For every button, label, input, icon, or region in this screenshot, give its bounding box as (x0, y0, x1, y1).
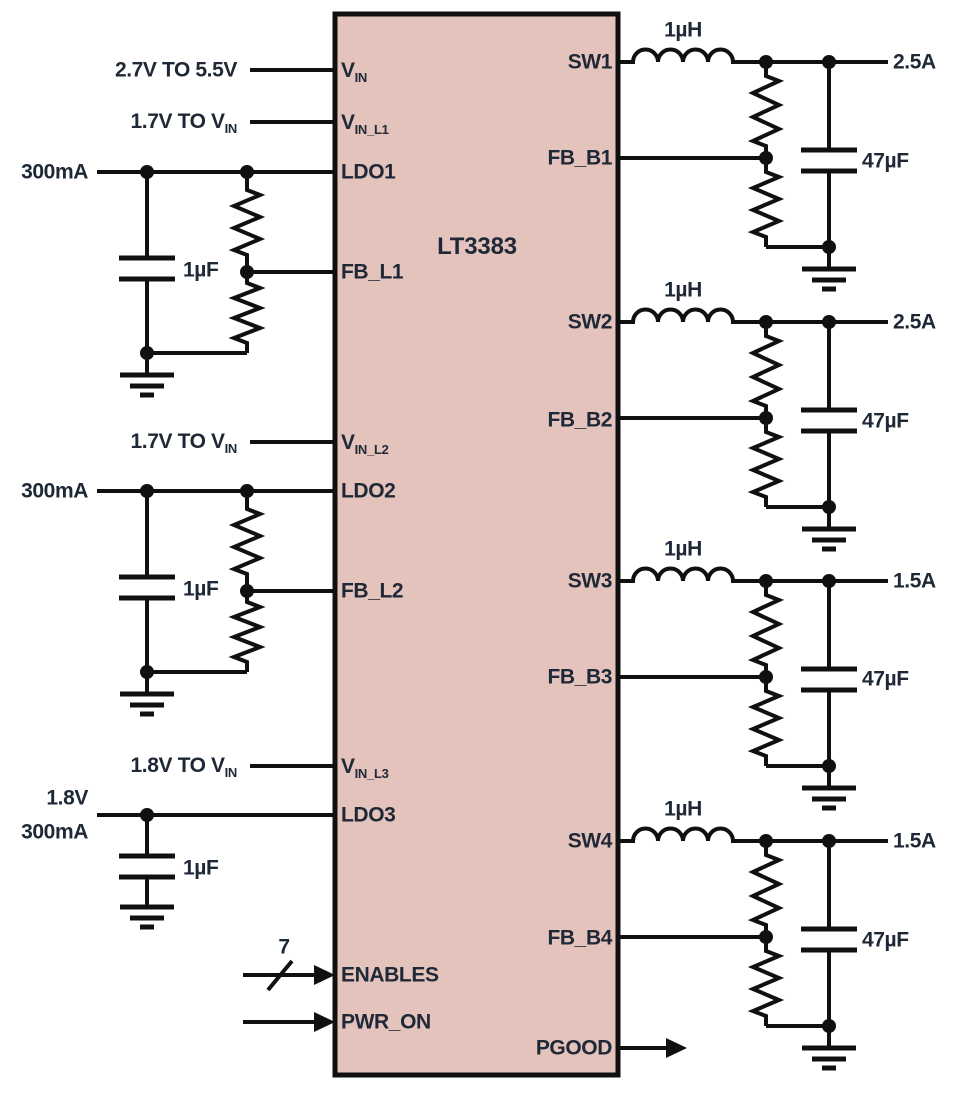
buck4-cap-label: 47µF (862, 928, 909, 952)
buck3-inductor-label: 1µH (664, 537, 702, 561)
pin-label-enables: ENABLES (341, 963, 439, 987)
enables-arrow (243, 959, 335, 992)
buck2-inductor-label: 1µH (664, 278, 702, 302)
ic-body (332, 11, 621, 1078)
ldo1-cap-label: 1µF (183, 258, 219, 282)
pin-label-ldo2: LDO2 (341, 479, 396, 503)
pin-label-sw2: SW2 (567, 310, 613, 334)
pin-label-fb-b1: FB_B1 (547, 146, 612, 170)
buck1-inductor-label: 1µH (664, 18, 702, 42)
buck3-current-label: 1.5A (893, 569, 936, 593)
buck1-current-label: 2.5A (893, 50, 936, 74)
pin-label-vin-l1: VIN_L1 (341, 111, 389, 137)
buck1-network (618, 50, 888, 290)
vin-l3-range-label: 1.8V TO VIN (130, 754, 238, 780)
buck4-inductor-label: 1µH (664, 797, 702, 821)
ldo3-cap-label: 1µF (183, 856, 219, 880)
pin-label-pwr-on: PWR_ON (341, 1010, 431, 1034)
chip-name: LT3383 (437, 233, 517, 260)
buck2-current-label: 2.5A (893, 310, 936, 334)
buck2-cap-label: 47µF (862, 409, 909, 433)
ldo3-voltage-label: 1.8V (46, 786, 88, 810)
capacitor-icon (119, 856, 175, 877)
pin-label-fb-b3: FB_B3 (547, 665, 612, 689)
ground-icon (120, 885, 174, 927)
pin-label-sw4: SW4 (567, 829, 613, 853)
buck4-network (618, 829, 888, 1069)
pin-label-fb-b2: FB_B2 (547, 408, 612, 432)
pin-label-vin: VIN (341, 59, 368, 85)
ldo3-network (119, 808, 175, 927)
pin-label-sw3: SW3 (567, 569, 613, 593)
pwr-on-arrow (243, 1012, 335, 1032)
pin-label-vin-l3: VIN_L3 (341, 755, 389, 781)
pin-label-ldo3: LDO3 (341, 803, 396, 827)
vin-l2-range-label: 1.7V TO VIN (130, 430, 238, 456)
buck4-current-label: 1.5A (893, 829, 936, 853)
pin-label-pgood: PGOOD (535, 1036, 613, 1060)
vin-range-label: 2.7V TO 5.5V (114, 58, 237, 82)
pgood-arrow (618, 1038, 687, 1058)
pin-label-ldo1: LDO1 (341, 160, 396, 184)
ldo2-current-label: 300mA (21, 479, 88, 503)
buck2-network (618, 310, 888, 550)
ldo1-current-label: 300mA (21, 160, 88, 184)
pin-label-fb-l2: FB_L2 (341, 579, 404, 603)
pin-label-vin-l2: VIN_L2 (341, 431, 389, 457)
ldo3-current-label: 300mA (21, 820, 88, 844)
buck3-cap-label: 47µF (862, 667, 909, 691)
buck1-cap-label: 47µF (862, 149, 909, 173)
ldo2-cap-label: 1µF (183, 577, 219, 601)
pin-label-fb-l1: FB_L1 (341, 260, 404, 284)
buck3-network (618, 569, 888, 809)
vin-l1-range-label: 1.7V TO VIN (130, 110, 238, 136)
pin-label-fb-b4: FB_B4 (547, 926, 612, 950)
pin-label-sw1: SW1 (567, 50, 613, 74)
left-input-wires (97, 68, 335, 817)
enables-bus-width-label: 7 (278, 935, 290, 959)
